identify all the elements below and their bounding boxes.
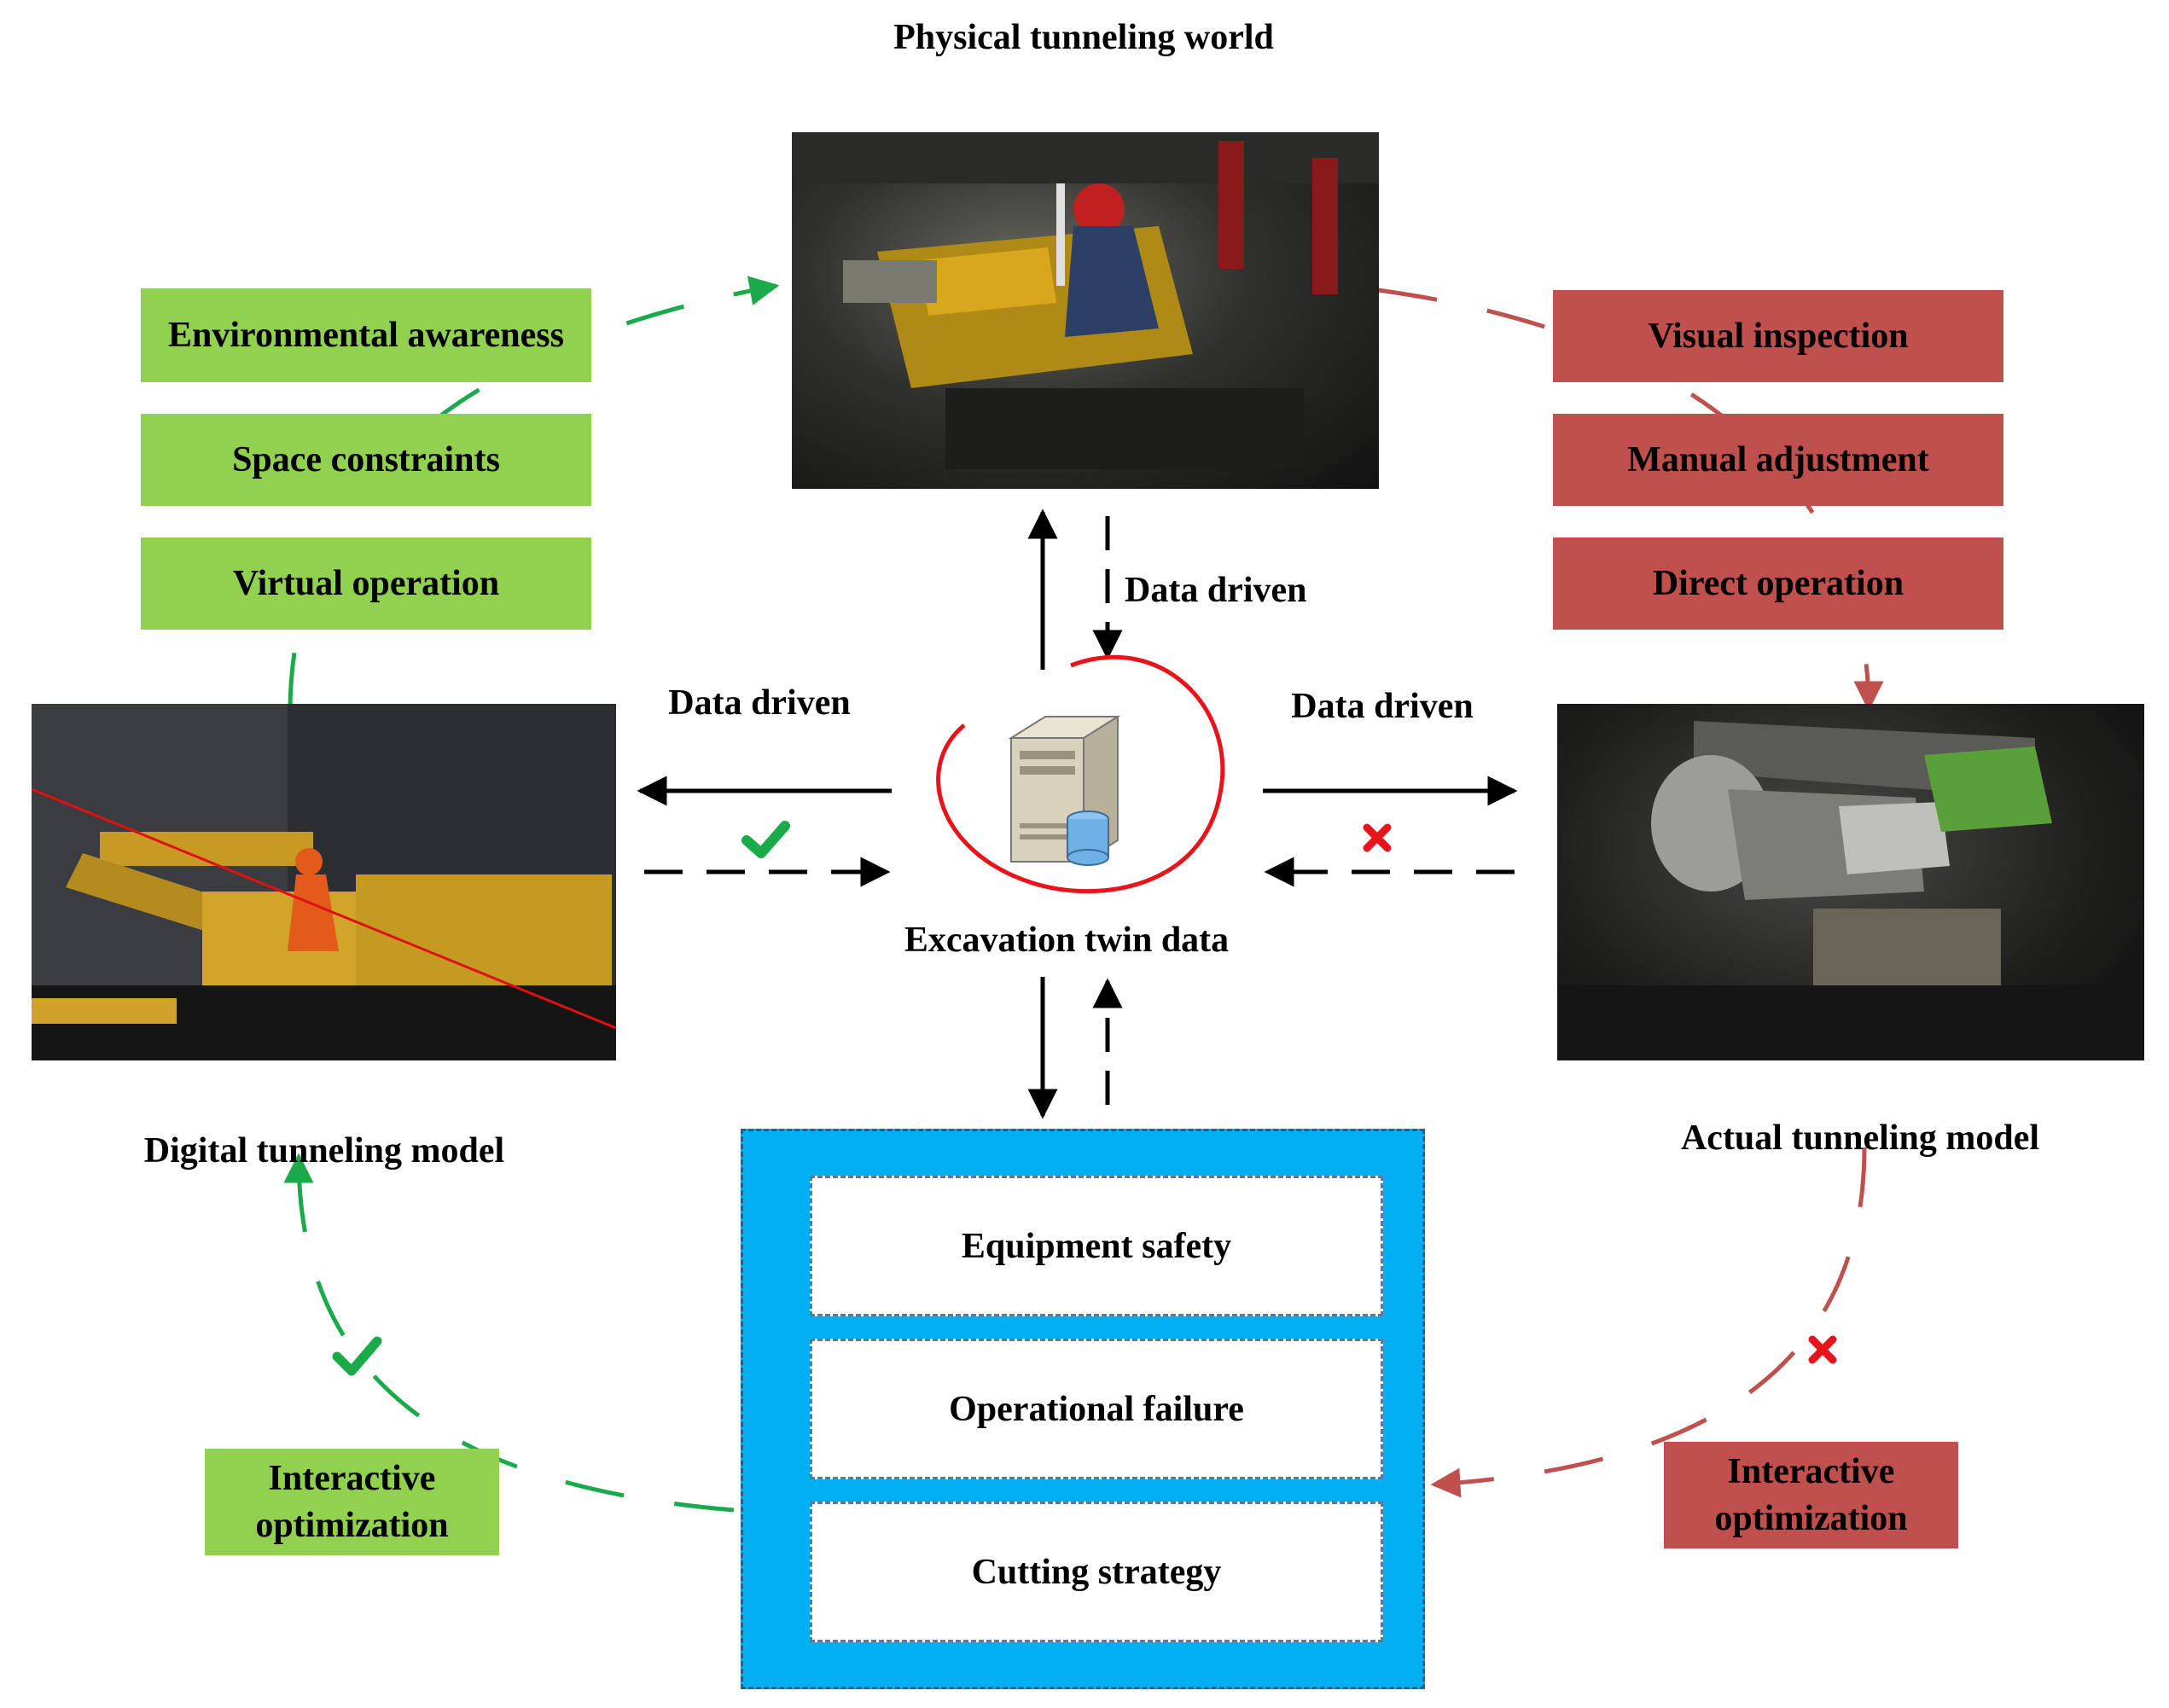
- panel-item-operational-failure: Operational failure: [810, 1339, 1383, 1479]
- panel-item-equipment-safety: Equipment safety: [810, 1176, 1383, 1316]
- right-box-visual-inspection: Visual inspection: [1553, 290, 2003, 382]
- left-box-environmental-awareness: Environmental awareness: [141, 288, 591, 382]
- left-interactive-optimization: Interactive optimization: [205, 1449, 499, 1555]
- green-flow-bottom: [283, 1153, 735, 1513]
- panel-item-cutting-strategy: Cutting strategy: [810, 1502, 1383, 1642]
- check-icon: [741, 821, 790, 858]
- twin-loop: [936, 654, 1225, 894]
- check-icon: [332, 1336, 382, 1376]
- cross-icon: [1808, 1335, 1837, 1364]
- data-driven-left-label: Data driven: [668, 683, 851, 723]
- data-driven-right-label: Data driven: [1291, 687, 1474, 726]
- cross-icon: [1363, 823, 1392, 852]
- server-database-icon: [1008, 715, 1121, 866]
- analysis-panel: Equipment safety Operational failure Cut…: [741, 1129, 1425, 1689]
- left-box-space-constraints: Space constraints: [141, 414, 591, 506]
- excavation-twin-data-label: Excavation twin data: [904, 921, 1230, 960]
- left-box-virtual-operation: Virtual operation: [141, 537, 591, 630]
- right-box-manual-adjustment: Manual adjustment: [1553, 414, 2003, 506]
- red-flow-top: [1377, 288, 1884, 712]
- red-flow-bottom: [1430, 1147, 1867, 1498]
- digital-tunneling-model-label: Digital tunneling model: [143, 1131, 505, 1171]
- actual-tunneling-model-label: Actual tunneling model: [1680, 1118, 2040, 1158]
- top-title: Physical tunneling world: [893, 18, 1274, 57]
- actual-model-photo: [1557, 704, 2144, 1060]
- digital-model-photo: [32, 704, 616, 1060]
- data-driven-top-label: Data driven: [1125, 571, 1307, 610]
- right-interactive-optimization: Interactive optimization: [1664, 1442, 1958, 1548]
- physical-tunnel-photo: [792, 132, 1379, 489]
- right-box-direct-operation: Direct operation: [1553, 537, 2003, 630]
